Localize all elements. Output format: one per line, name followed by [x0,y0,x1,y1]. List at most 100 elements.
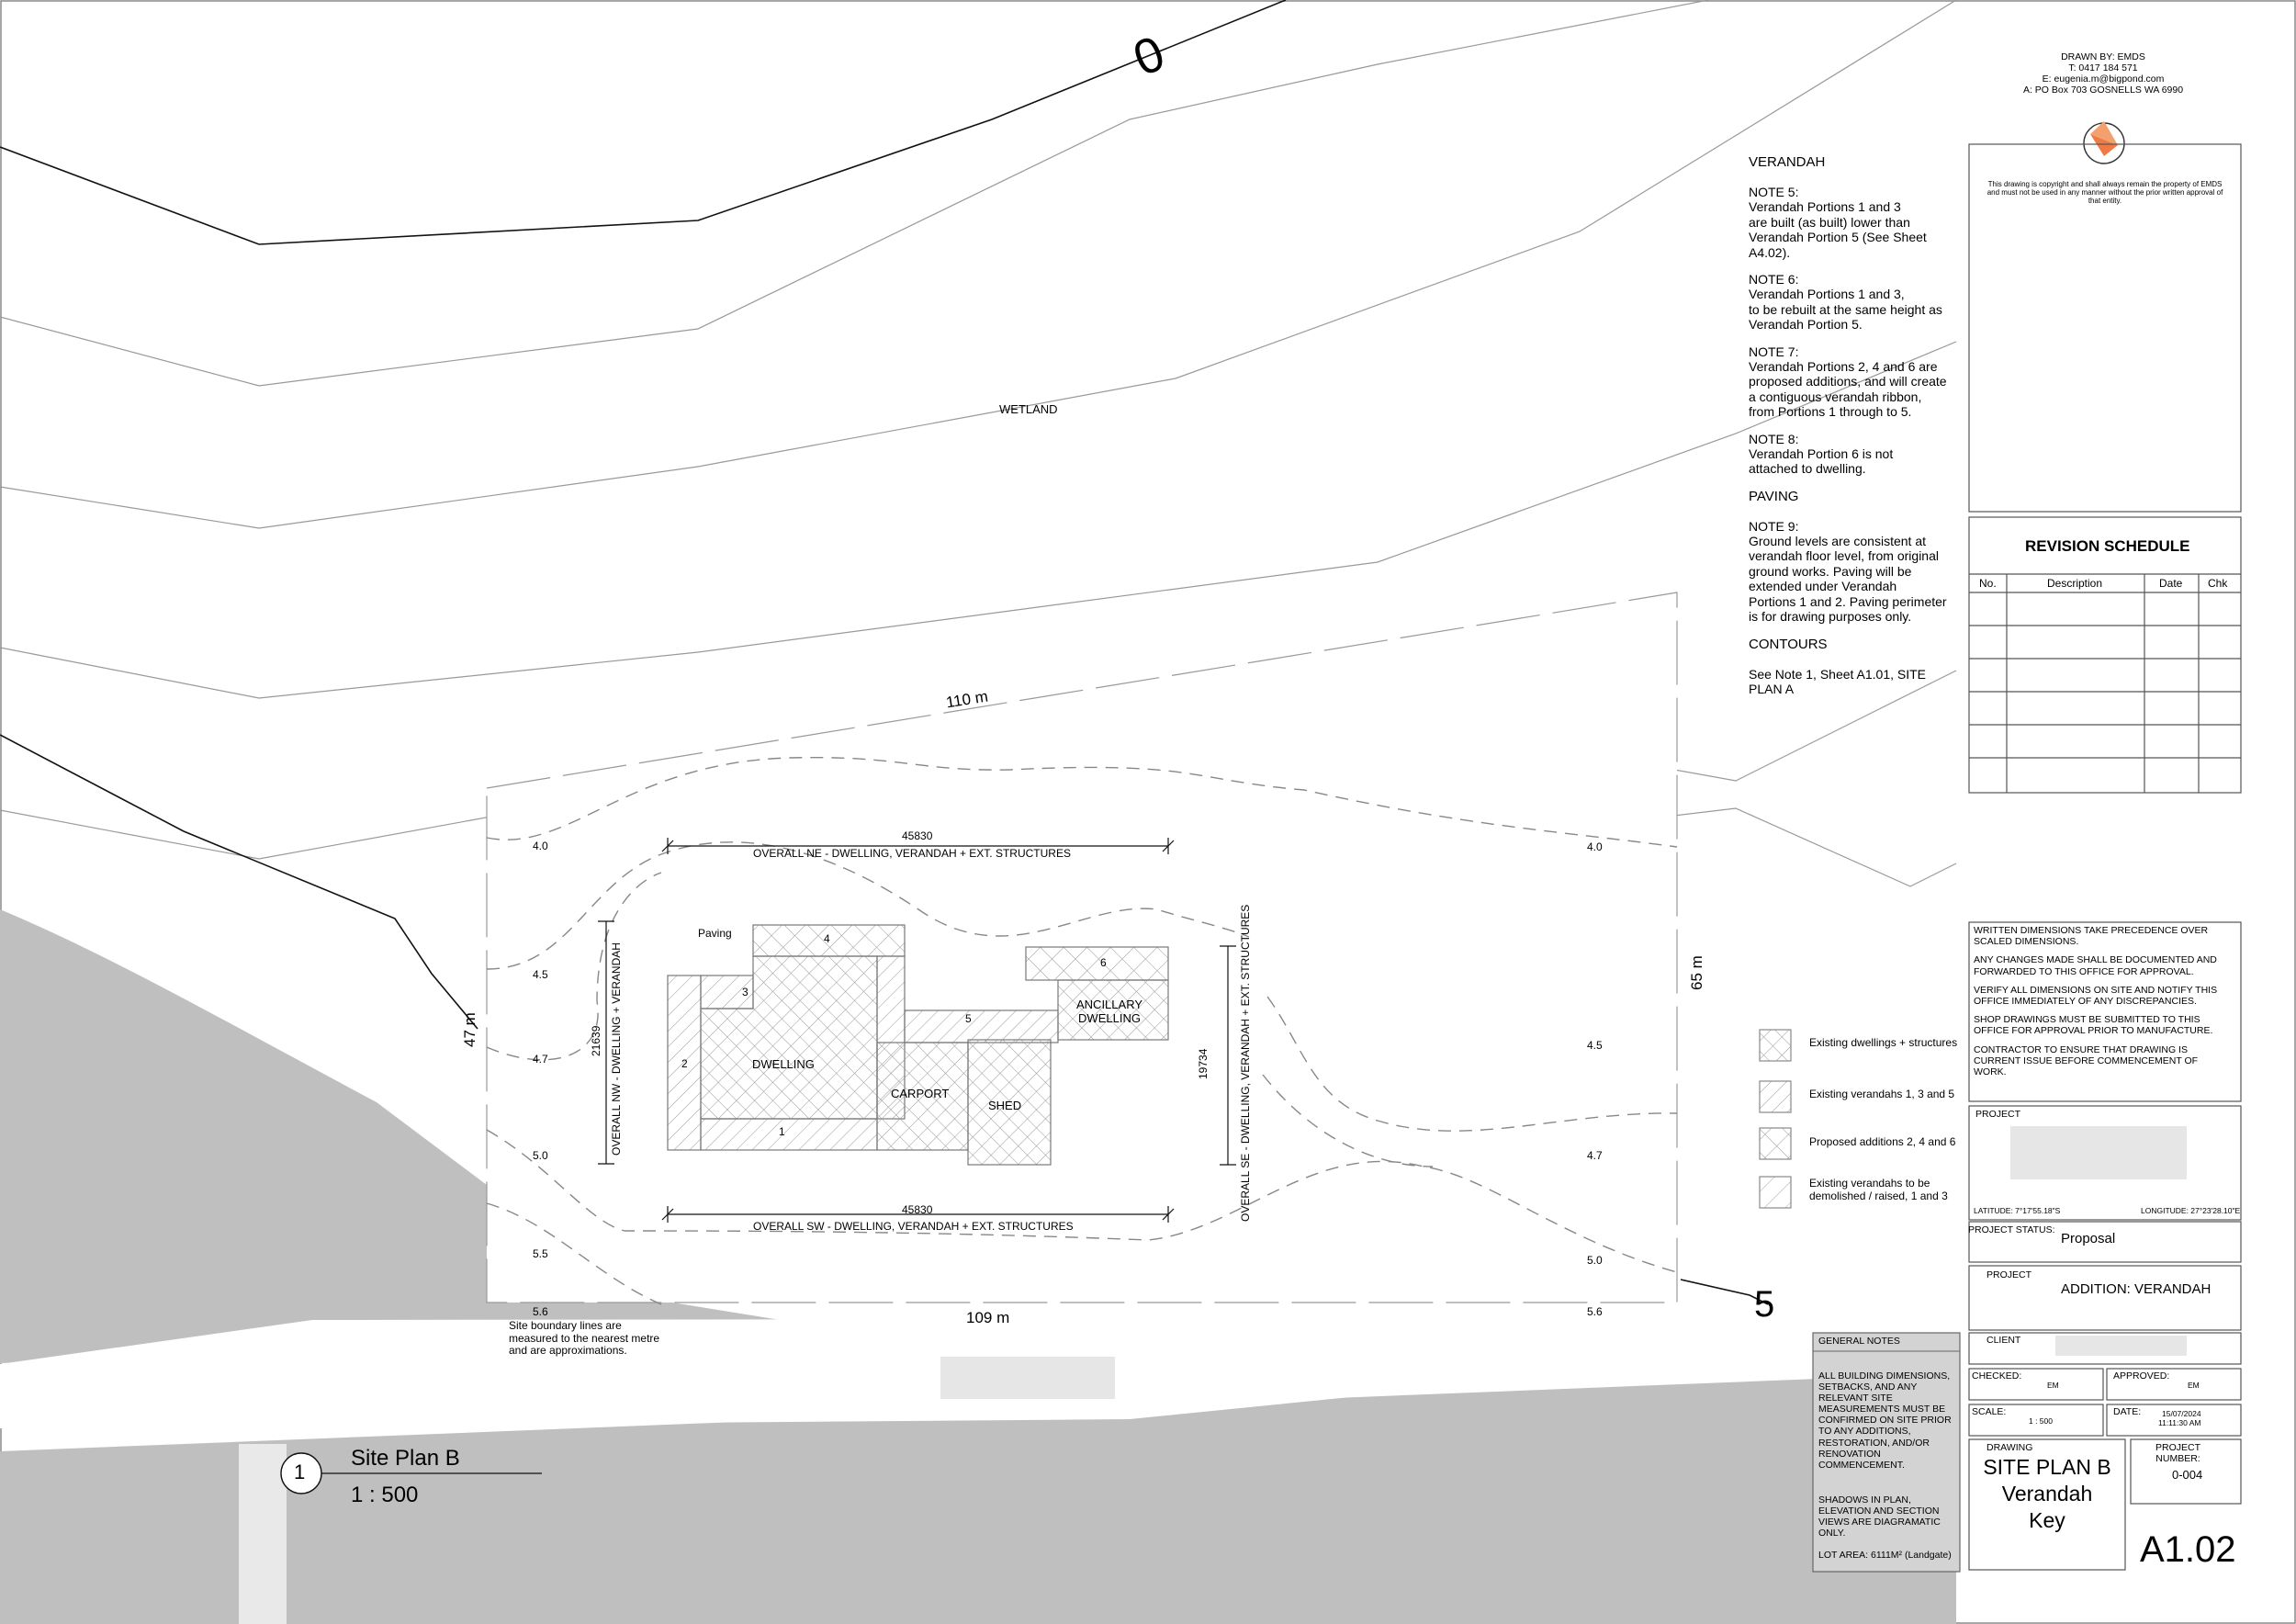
legend-swatch-existing-structures [1759,1029,1792,1062]
overall-ne-value: 45830 [902,829,933,842]
level-right: 5.0 [1587,1254,1603,1267]
level-contour-4-5 [486,841,1250,970]
scale-box [1968,1404,2104,1437]
level-left: 4.5 [533,968,548,981]
date-box [2106,1404,2242,1437]
revision-col-description: Description [2047,577,2103,590]
dwelling-label: DWELLING [752,1057,815,1071]
verandah-3-number: 3 [742,986,748,998]
time-value: 11:11:30 AM [2158,1418,2201,1427]
project-status-value: Proposal [2061,1231,2116,1246]
level-right: 4.5 [1587,1039,1603,1052]
road-reserve [0,1373,1956,1624]
project-name-value: ADDITION: VERANDAH [2061,1281,2212,1297]
view-number: 1 [294,1460,306,1483]
paving-heading: PAVING [1749,488,1799,504]
note-7-label: NOTE 7: [1749,344,1799,359]
note-6-body: Verandah Portions 1 and 3,to be rebuilt … [1749,287,1942,332]
view-scale: 1 : 500 [351,1483,419,1507]
site-dim-right: 65 m [1688,955,1705,990]
verandah-1-number: 1 [779,1125,785,1138]
client-label: CLIENT [1986,1335,2021,1346]
revision-schedule-title: REVISION SCHEDULE [2025,537,2190,555]
verandah-5-number: 5 [965,1012,972,1025]
revision-col-no: No. [1979,577,1997,590]
carport-label: CARPORT [891,1087,950,1100]
contour-5 [1680,1279,1769,1305]
contour-0 [0,0,1287,245]
site-dim-left: 47 m [461,1012,478,1047]
level-left: 5.0 [533,1149,548,1162]
sheet-number: A1.02 [2140,1529,2236,1570]
checked-label: CHECKED: [1972,1370,2022,1382]
drawing-label: DRAWING [1986,1442,2033,1453]
general-notes-title: GENERAL NOTES [1818,1336,1900,1347]
shed [967,1039,1052,1166]
drawn-by: DRAWN BY: EMDS T: 0417 184 571 E: eugeni… [2022,51,2184,96]
copyright-notice: This drawing is copyright and shall alwa… [1986,180,2223,205]
overall-sw-value: 45830 [902,1203,933,1216]
level-contour-4-7 [486,872,662,1061]
paving-label: Paving [698,927,732,940]
project-name-box [1968,1265,2242,1331]
neighbouring-land [0,909,900,1363]
client-box [1968,1332,2242,1365]
level-contour-5-5 [486,1202,662,1305]
project-box [1968,1105,2242,1221]
verandah-6 [1025,946,1169,981]
site-dim-bottom: 109 m [966,1309,1010,1326]
legend-label-proposed-additions: Proposed additions 2, 4 and 6 [1809,1135,1956,1148]
legend-label-existing-structures: Existing dwellings + structures [1809,1036,1958,1049]
driveway [239,1444,287,1624]
checked-value: EM [2047,1381,2059,1390]
verandah-6-number: 6 [1100,956,1107,969]
scale-label: SCALE: [1972,1406,2007,1417]
approved-value: EM [2188,1381,2200,1390]
date-label: DATE: [2113,1406,2142,1417]
level-left: 5.5 [533,1247,548,1260]
project-label: PROJECT [1975,1109,2021,1120]
verandah-2-number: 2 [681,1057,688,1070]
project-status-label: PROJECT STATUS: [1968,1224,2055,1235]
latitude: LATITUDE: 7°17'55.18"S [1974,1206,2061,1215]
level-right: 4.0 [1587,840,1603,853]
revision-col-date: Date [2159,577,2183,590]
overall-ne-label: OVERALL NE - DWELLING, VERANDAH + EXT. S… [753,847,1071,860]
project-number-value: 0-004 [2172,1468,2203,1482]
contour-label-5: 5 [1754,1284,1775,1325]
scale-value: 1 : 500 [2029,1416,2053,1426]
verandah-2 [667,975,702,1151]
boundary-note: Site boundary lines are measured to the … [509,1319,660,1357]
overall-se-value: 19734 [1197,1048,1210,1079]
approved-label: APPROVED: [2113,1370,2170,1382]
project-number-label: PROJECT NUMBER: [2155,1442,2201,1464]
copyright-box [1968,143,2242,513]
verandah-4 [752,924,906,957]
note-8-label: NOTE 8: [1749,431,1799,446]
longitude: LONGITUDE: 27°23'28.10"E [2141,1206,2241,1215]
view-title: Site Plan B [351,1446,460,1471]
project-name-label: PROJECT [1986,1269,2032,1280]
general-notes-panel [1812,1332,1961,1573]
redacted-address-block [940,1357,1115,1399]
contour-line-dark [0,734,478,1030]
project-number-box [2130,1438,2242,1505]
overall-sw-label: OVERALL SW - DWELLING, VERANDAH + EXT. S… [753,1220,1074,1233]
checked-box [1968,1368,2104,1401]
legend-swatch-demolished [1759,1176,1792,1209]
approved-box [2106,1368,2242,1401]
emds-logo [2083,121,2125,164]
verandah-5 [904,1009,1059,1043]
wetland-label: WETLAND [999,402,1058,416]
disclaimer-box [1968,921,2242,1102]
drawing-title-box [1968,1438,2126,1571]
shed-label: SHED [988,1099,1022,1112]
overall-se-label: OVERALL SE - DWELLING, VERANDAH + EXT. S… [1239,904,1252,1222]
note-9-label: NOTE 9: [1749,518,1799,534]
